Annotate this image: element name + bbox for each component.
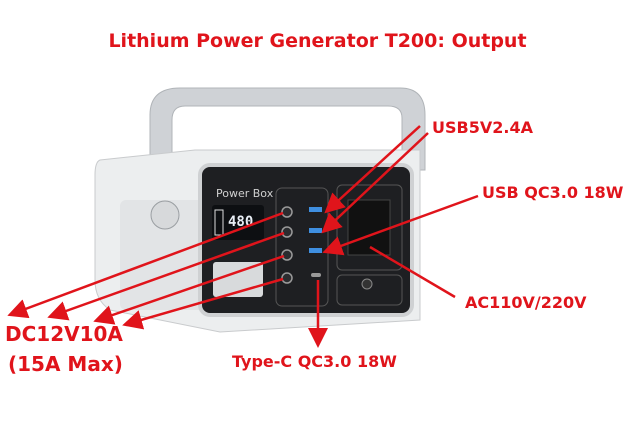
diagram-title: Lithium Power Generator T200: Output — [108, 30, 527, 52]
arrow-usb-a-2 — [321, 132, 429, 234]
label-usb-qc: USB QC3.0 18W — [482, 183, 624, 202]
arrows — [7, 125, 479, 348]
label-ac: AC110V/220V — [465, 293, 587, 312]
arrow-ac — [369, 245, 456, 299]
brand-logo: Power Box — [216, 187, 274, 200]
label-type-c: Type-C QC3.0 18W — [232, 352, 397, 371]
arrow-dc-1 — [7, 211, 284, 319]
knob — [150, 200, 180, 230]
arrow-usb-a-1 — [324, 125, 421, 214]
arrow-dc-3 — [93, 254, 285, 325]
arrow-dc-2 — [47, 231, 285, 321]
label-dc-max: (15A Max) — [8, 352, 123, 376]
arrow-usb-qc — [322, 194, 479, 256]
label-dc: DC12V10A — [5, 322, 123, 346]
arrow-dc-4 — [122, 277, 284, 330]
label-usb-a: USB5V2.4A — [432, 118, 533, 137]
